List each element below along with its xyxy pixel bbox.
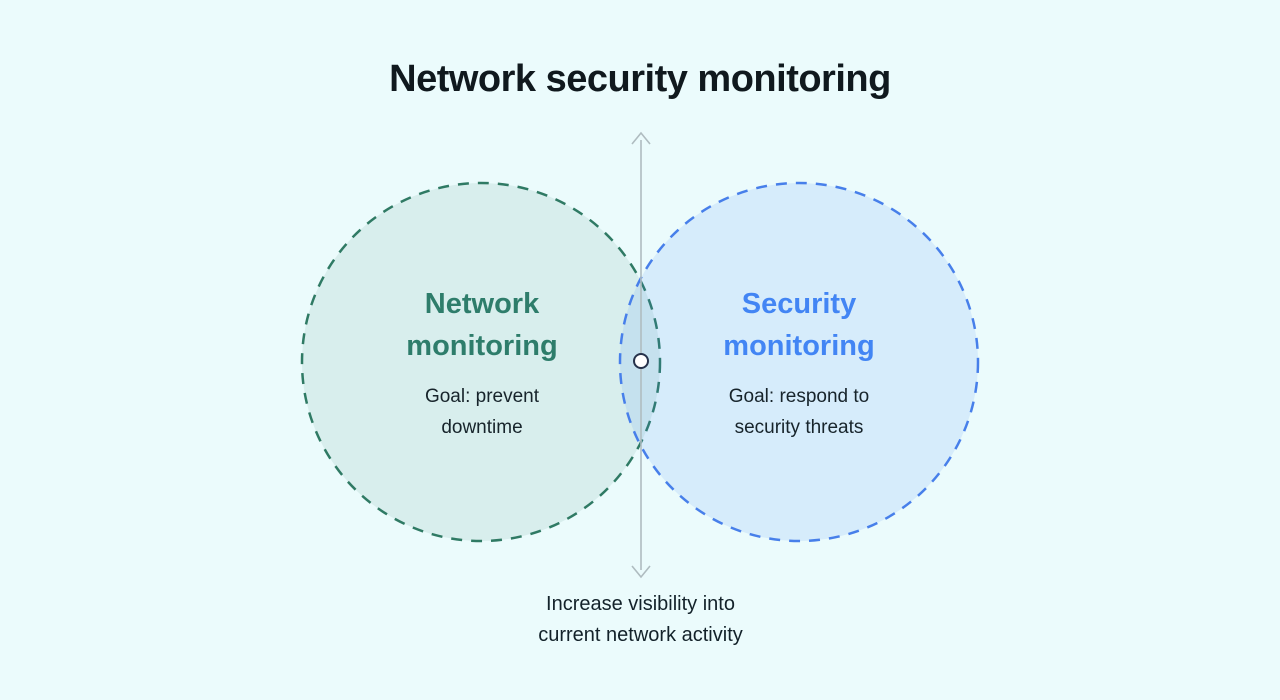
- network-monitoring-circle: [300, 181, 662, 543]
- up-arrowhead-icon: [631, 131, 651, 145]
- intersection-dot-icon: [633, 353, 649, 369]
- security-monitoring-circle: [618, 181, 980, 543]
- page-title: Network security monitoring: [389, 58, 891, 100]
- down-arrowhead-icon: [631, 565, 651, 579]
- network-monitoring-heading: Network monitoring: [406, 288, 558, 362]
- axis-caption: Increase visibility into current network…: [538, 593, 743, 646]
- security-monitoring-heading: Security monitoring: [723, 288, 875, 362]
- network-monitoring-goal: Goal: prevent downtime: [424, 386, 540, 438]
- security-monitoring-goal: Goal: respond to security threats: [728, 386, 870, 438]
